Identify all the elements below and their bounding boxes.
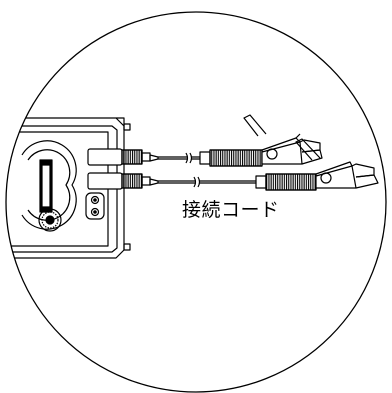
connection-cord-lower (87, 138, 379, 191)
magnifier-circle (5, 11, 387, 393)
terminal-socket (85, 192, 105, 220)
adjust-knob (38, 208, 62, 232)
connection-cord-upper (87, 114, 323, 167)
cord-caption: 接続コード (182, 199, 280, 221)
